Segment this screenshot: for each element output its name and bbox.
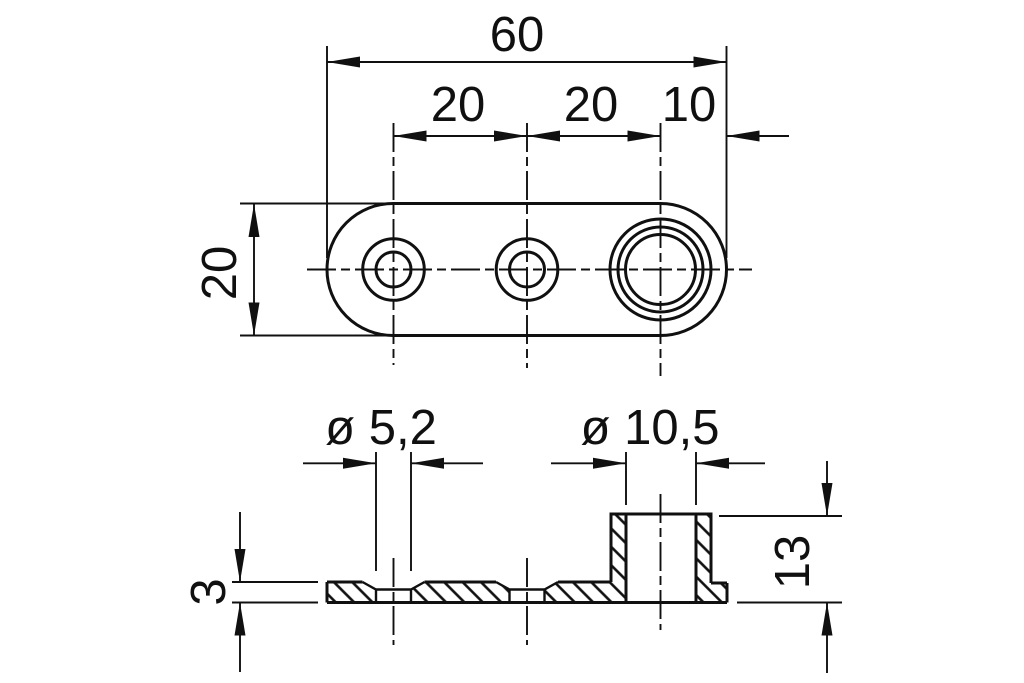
dimension-label: ø 10,5	[581, 401, 720, 455]
arrowhead-top	[248, 204, 260, 237]
dimension-label: 3	[182, 578, 236, 605]
boss-left-wall-hatch	[611, 514, 626, 603]
right-lip-hatch	[711, 583, 727, 603]
dimension-overall-length: 60	[326, 8, 728, 258]
dimension-hole-spacing-chain: 20 20 10	[393, 78, 789, 142]
arrowhead-bottom	[234, 602, 246, 636]
middle-hole-section-detail	[495, 580, 559, 603]
arrowhead-right	[696, 457, 729, 469]
dimension-label: ø 5,2	[325, 401, 437, 455]
arrowhead	[627, 130, 661, 142]
arrowhead	[393, 130, 427, 142]
dimension-large-hole-diameter: ø 10,5	[551, 401, 765, 505]
boss-right-wall-hatch	[696, 514, 711, 603]
left-hole-section-detail	[361, 580, 426, 603]
arrowhead-bottom	[248, 302, 260, 336]
extension-lines	[326, 46, 728, 258]
arrowhead-top	[821, 483, 833, 516]
extension-lines	[625, 452, 697, 505]
plate-section-hatch	[327, 582, 611, 603]
arrowhead	[726, 130, 760, 142]
top-view: 60 20 20 10 20	[193, 8, 789, 376]
plate-section-outline	[325, 580, 729, 604]
section-view: ø 5,2 ø 10,5 3 13	[182, 401, 842, 673]
dimension-small-hole-diameter: ø 5,2	[303, 401, 483, 571]
arrowhead-right	[411, 457, 444, 469]
dimension-plate-thickness: 3	[182, 512, 318, 672]
arrowhead-top	[234, 549, 246, 582]
extension-lines	[240, 202, 398, 337]
extension-lines	[719, 515, 842, 604]
arrowhead-right	[693, 56, 727, 68]
arrowhead-left	[593, 457, 626, 469]
arrowhead-bottom	[821, 602, 833, 636]
dimension-label: 20	[564, 78, 619, 132]
extension-lines	[375, 452, 412, 571]
arrowhead	[527, 130, 560, 142]
arrowhead-left	[343, 457, 376, 469]
dimension-label: 60	[490, 8, 545, 62]
dimension-label: 20	[193, 246, 247, 301]
extension-lines	[232, 581, 318, 604]
dimension-label: 10	[662, 78, 717, 132]
arrowhead-left	[327, 56, 360, 68]
dimension-overall-height: 13	[719, 461, 842, 673]
dimension-overall-width: 20	[193, 202, 398, 337]
arrowhead	[494, 130, 527, 142]
dimension-label: 20	[431, 78, 486, 132]
dimension-label: 13	[766, 535, 820, 590]
